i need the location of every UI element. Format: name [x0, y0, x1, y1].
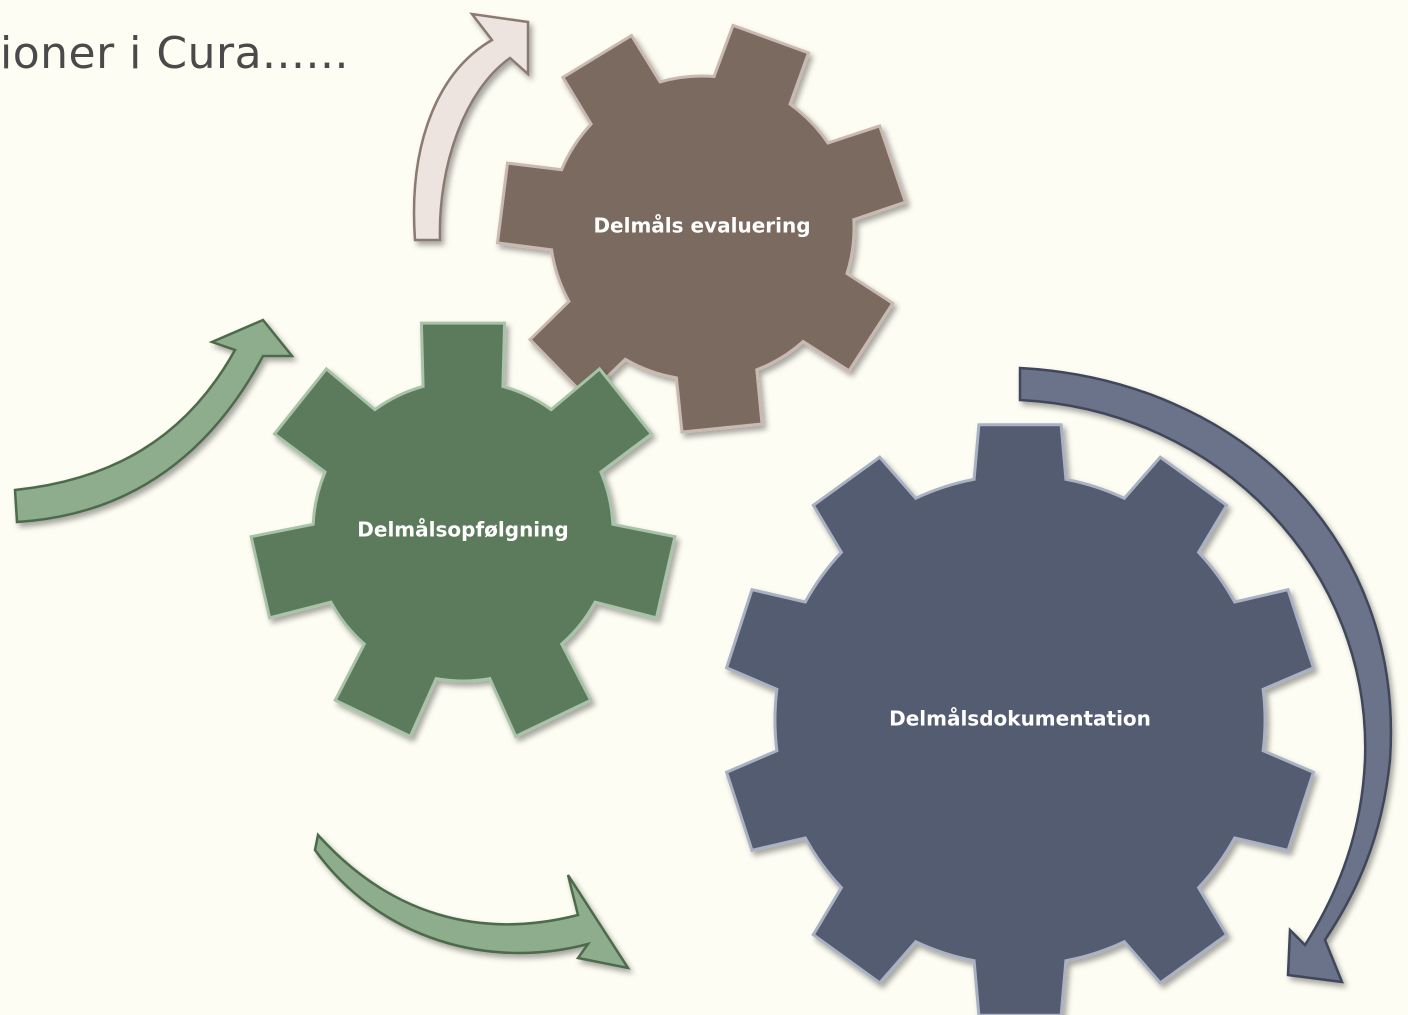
gear-dokumentation-shape	[724, 423, 1316, 1015]
gear-evaluering: Delmåls evaluering	[495, 23, 908, 434]
gear-evaluering-shape	[495, 23, 908, 434]
gear-opfolgning-label: Delmålsopfølgning	[357, 518, 568, 542]
gear-opfolgning: Delmålsopfølgning	[249, 321, 677, 739]
arrow-opfolgning-top-icon	[13, 318, 295, 524]
gear-evaluering-label: Delmåls evaluering	[593, 214, 810, 238]
gear-dokumentation-label: Delmålsdokumentation	[889, 707, 1151, 731]
slide-title: ioner i Cura......	[0, 28, 349, 79]
arrow-opfolgning-bottom-icon	[313, 832, 631, 970]
arrow-dokumentation-icon	[1018, 366, 1393, 984]
arrow-evaluering-icon	[412, 12, 530, 242]
gear-dokumentation: Delmålsdokumentation	[724, 423, 1316, 1015]
gear-opfolgning-shape	[249, 321, 677, 739]
